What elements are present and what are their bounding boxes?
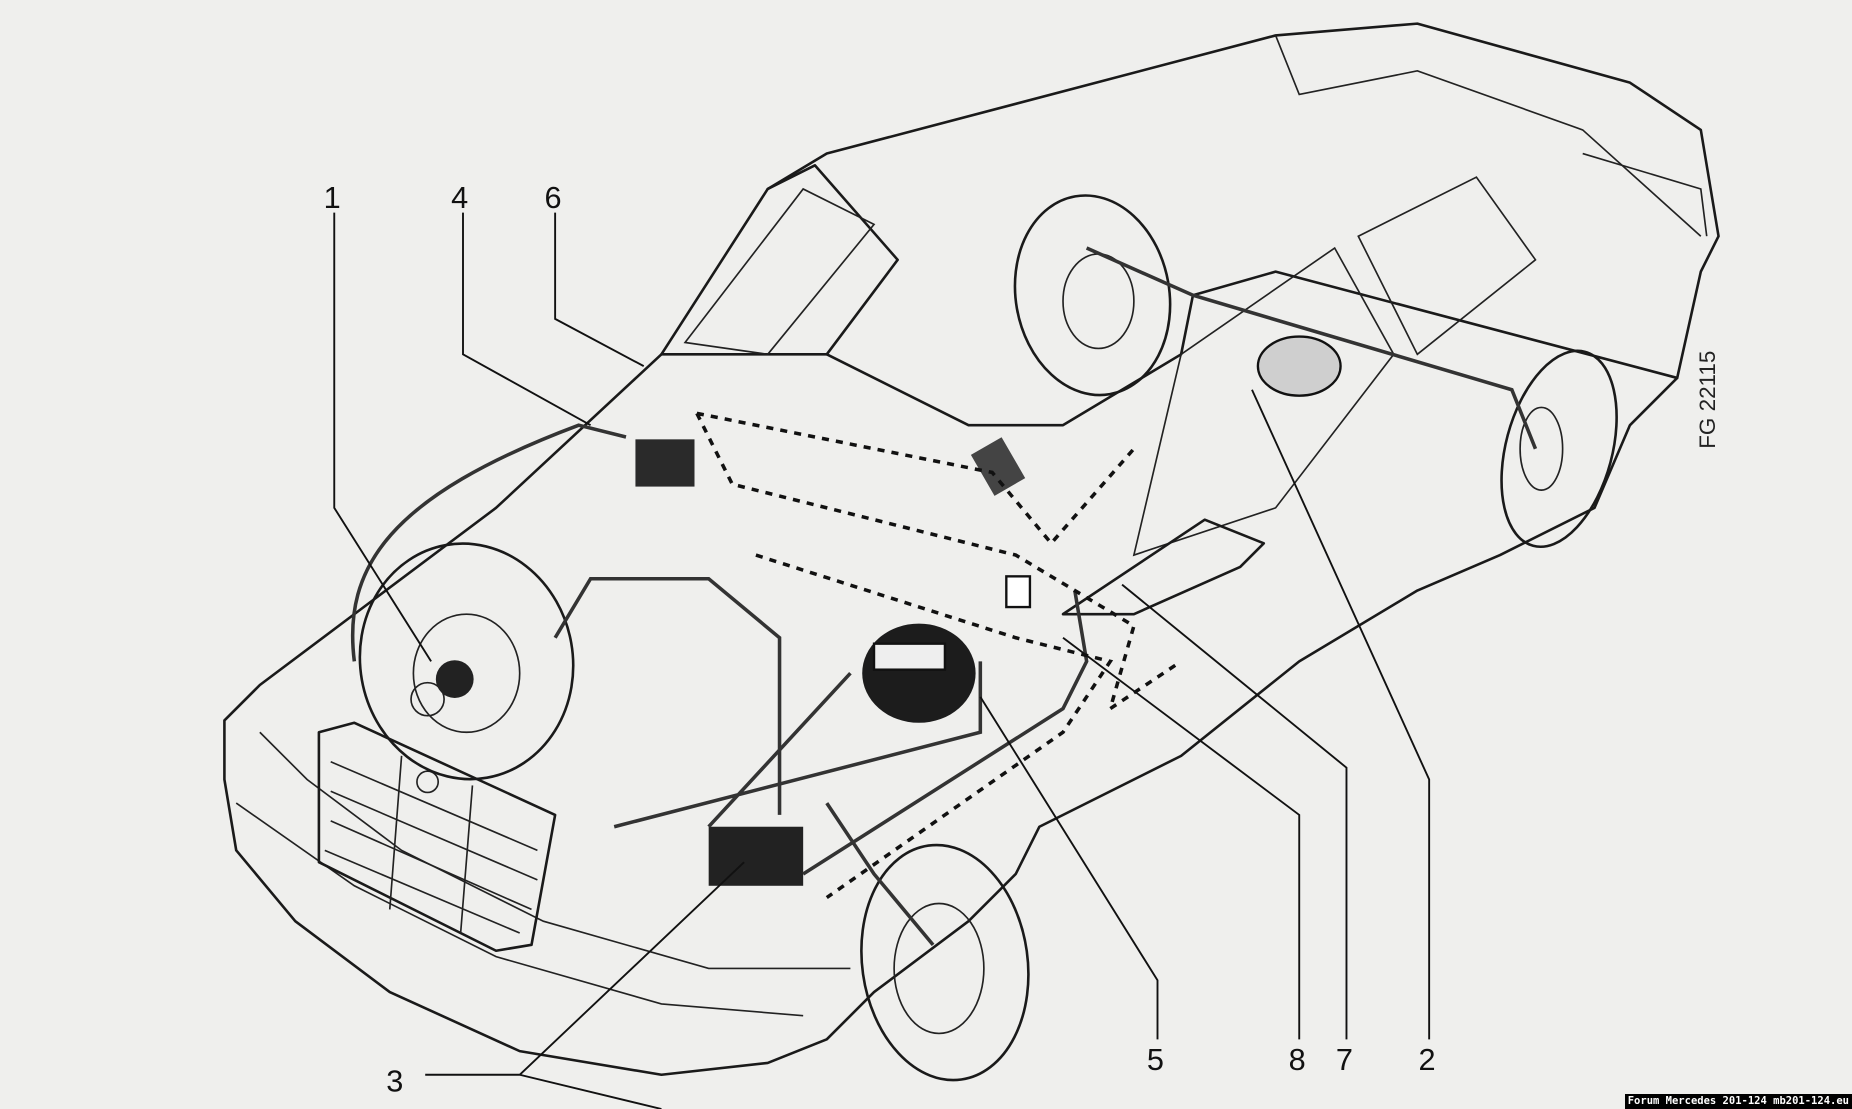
watermark: Forum Mercedes 201-124 mb201-124.eu (1624, 1094, 1852, 1109)
callout-5: 5 (1147, 1042, 1164, 1077)
callout-2: 2 (1419, 1042, 1436, 1077)
brake-lines (350, 246, 1538, 946)
callout-7: 7 (1336, 1042, 1353, 1077)
figure-code: FG 22115 (1695, 351, 1720, 449)
callout-6: 6 (544, 180, 561, 215)
grille (317, 681, 557, 953)
car-body-outline (223, 22, 1720, 1077)
wheels (358, 194, 1618, 1082)
callout-1: 1 (324, 180, 341, 215)
callout-8: 8 (1289, 1042, 1306, 1077)
brake-components (635, 335, 1342, 886)
callout-leader-lines (333, 212, 1431, 1109)
callout-labels: 1 4 6 3 5 8 7 2 (324, 180, 1436, 1098)
callout-4: 4 (451, 180, 468, 215)
callout-3: 3 (386, 1063, 403, 1098)
